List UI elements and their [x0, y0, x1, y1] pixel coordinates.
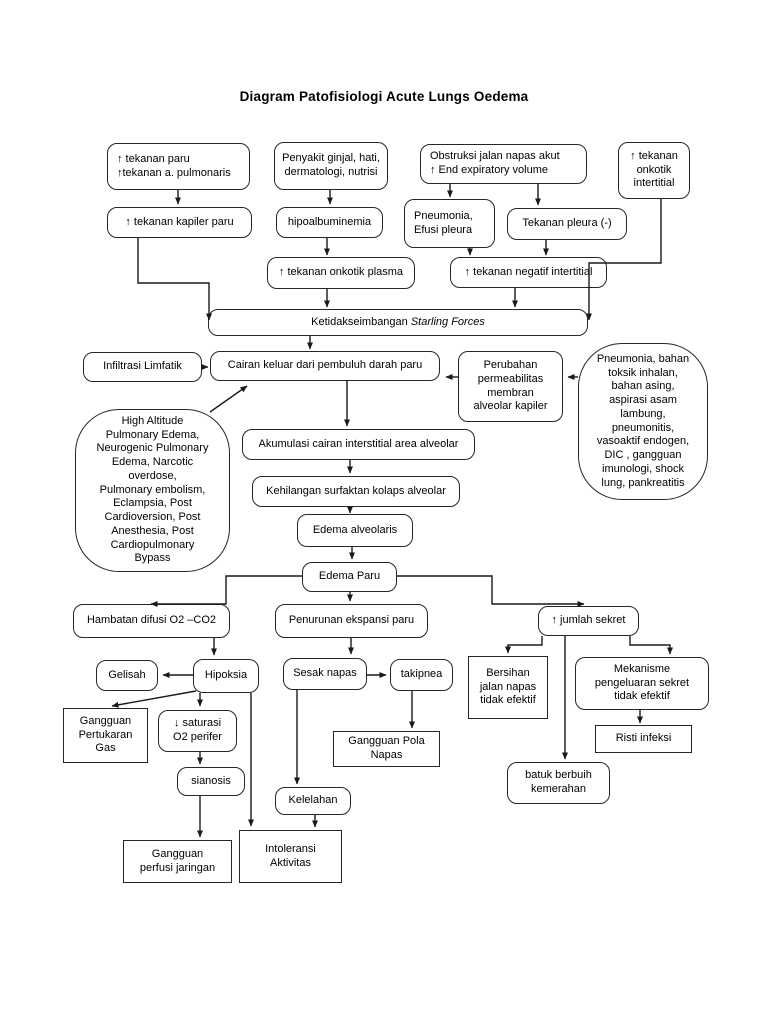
- connector-arrow: [150, 575, 302, 607]
- node-hipoalbuminemia: hipoalbuminemia: [276, 207, 383, 238]
- node-label: Perubahan permeabilitas membran alveolar…: [473, 359, 548, 413]
- node-starling: Ketidakseimbangan Starling Forces: [208, 309, 588, 336]
- node-gelisah: Gelisah: [96, 660, 158, 691]
- node-edema-alveolaris: Edema alveolaris: [297, 514, 413, 547]
- node-high-altitude-blob: High Altitude Pulmonary Edema, Neurogeni…: [75, 409, 230, 572]
- node-label: Akumulasi cairan interstitial area alveo…: [258, 437, 459, 450]
- connector-arrow: [137, 238, 212, 321]
- node-kelelahan: Kelelahan: [275, 787, 351, 815]
- node-label: Hipoksia: [204, 669, 248, 682]
- node-edema-paru: Edema Paru: [302, 562, 397, 592]
- node-batuk: batuk berbuih kemerahan: [507, 762, 610, 804]
- connector-arrow: [209, 385, 248, 413]
- node-label: Kehilangan surfaktan kolaps alveolar: [266, 484, 446, 497]
- node-sesak-napas: Sesak napas: [283, 658, 367, 690]
- node-pneumonia-efusi: Pneumonia, Efusi pleura: [404, 199, 495, 248]
- page-title: Diagram Patofisiologi Acute Lungs Oedema: [239, 89, 529, 104]
- node-label: ↑ tekanan paru ↑tekanan a. pulmonaris: [117, 152, 231, 179]
- node-perubahan: Perubahan permeabilitas membran alveolar…: [458, 351, 563, 422]
- node-label: Gangguan Pertukaran Gas: [78, 714, 133, 755]
- node-label: ↑ tekanan negatif intertitial: [464, 265, 593, 278]
- node-label: sianosis: [191, 774, 231, 787]
- node-pneumonia-blob: Pneumonia, bahan toksik inhalan, bahan a…: [578, 343, 708, 500]
- node-hipoksia: Hipoksia: [193, 659, 259, 693]
- node-penurunan-ekspansi: Penurunan ekspansi paru: [275, 604, 428, 638]
- node-label: takipnea: [400, 668, 443, 681]
- node-jumlah-sekret: ↑ jumlah sekret: [538, 606, 639, 636]
- connector-arrow: [397, 575, 585, 607]
- node-akumulasi: Akumulasi cairan interstitial area alveo…: [242, 429, 475, 460]
- node-label: Hambatan difusi O2 –CO2: [86, 614, 216, 627]
- node-label: Ketidakseimbangan: [311, 315, 411, 328]
- node-bersihan: Bersihan jalan napas tidak efektif: [468, 656, 548, 719]
- node-tekanan-paru: ↑ tekanan paru ↑tekanan a. pulmonaris: [107, 143, 250, 190]
- node-label: Gelisah: [108, 668, 146, 681]
- node-label: Infiltrasi Limfatik: [103, 360, 182, 373]
- node-sianosis: sianosis: [177, 767, 245, 796]
- node-takipnea: takipnea: [390, 659, 453, 691]
- node-label: Tekanan pleura (-): [522, 217, 612, 230]
- node-onkotik-intertitial: ↑ tekanan onkotik intertitial: [618, 142, 690, 199]
- node-label: ↑ jumlah sekret: [551, 614, 626, 627]
- node-risti: Risti infeksi: [595, 725, 692, 753]
- node-label: Mekanisme pengeluaran sekret tidak efekt…: [594, 662, 690, 703]
- node-label: Bersihan jalan napas tidak efektif: [479, 666, 537, 707]
- node-infiltrasi: Infiltrasi Limfatik: [83, 352, 202, 382]
- node-penyakit-ginjal: Penyakit ginjal, hati, dermatologi, nutr…: [274, 142, 388, 190]
- connector-arrow: [629, 636, 673, 655]
- node-saturasi: ↓ saturasi O2 perifer: [158, 710, 237, 752]
- node-kehilangan: Kehilangan surfaktan kolaps alveolar: [252, 476, 460, 507]
- node-label: Pneumonia, Efusi pleura: [414, 209, 473, 236]
- node-label: Edema Paru: [318, 570, 381, 583]
- node-label: Sesak napas: [293, 667, 357, 680]
- node-label: Intoleransi Aktivitas: [265, 842, 316, 869]
- node-label: Penyakit ginjal, hati, dermatologi, nutr…: [282, 152, 380, 178]
- node-kapiler-paru: ↑ tekanan kapiler paru: [107, 207, 252, 238]
- connector-arrow: [505, 636, 543, 654]
- connector-arrow: [111, 690, 197, 708]
- node-label: hipoalbuminemia: [287, 215, 372, 228]
- node-label: ↑ tekanan onkotik plasma: [278, 266, 404, 279]
- node-label: Gangguan Pola Napas: [348, 735, 425, 761]
- node-cairan-keluar: Cairan keluar dari pembuluh darah paru: [210, 351, 440, 381]
- node-gangguan-pola: Gangguan Pola Napas: [333, 731, 440, 767]
- node-label: Kelelahan: [288, 794, 338, 807]
- node-label: Pneumonia, bahan toksik inhalan, bahan a…: [596, 352, 690, 489]
- node-label: Penurunan ekspansi paru: [288, 614, 415, 627]
- node-tekanan-pleura: Tekanan pleura (-): [507, 208, 627, 240]
- node-label: High Altitude Pulmonary Edema, Neurogeni…: [96, 414, 209, 565]
- node-label: Edema alveolaris: [312, 523, 398, 536]
- node-label-italic: Starling Forces: [410, 315, 485, 328]
- node-gangguan-perfusi: Gangguan perfusi jaringan: [123, 840, 232, 883]
- node-gangguan-pertukaran: Gangguan Pertukaran Gas: [63, 708, 148, 763]
- node-intoleransi: Intoleransi Aktivitas: [239, 830, 342, 883]
- node-onkotik-plasma: ↑ tekanan onkotik plasma: [267, 257, 415, 289]
- node-obstruksi: Obstruksi jalan napas akut ↑ End expirat…: [420, 144, 587, 184]
- node-label: Obstruksi jalan napas akut ↑ End expirat…: [430, 150, 560, 176]
- node-label: batuk berbuih kemerahan: [525, 769, 592, 795]
- node-label: ↑ tekanan kapiler paru: [125, 215, 234, 228]
- node-label: Gangguan perfusi jaringan: [139, 847, 216, 874]
- node-label: ↑ tekanan onkotik intertitial: [630, 149, 678, 190]
- node-label: Cairan keluar dari pembuluh darah paru: [227, 359, 423, 372]
- node-label: ↓ saturasi O2 perifer: [173, 717, 222, 743]
- node-hambatan-difusi: Hambatan difusi O2 –CO2: [73, 604, 230, 638]
- node-mekanisme: Mekanisme pengeluaran sekret tidak efekt…: [575, 657, 709, 710]
- node-negatif-intertitial: ↑ tekanan negatif intertitial: [450, 257, 607, 288]
- node-label: Risti infeksi: [615, 732, 672, 745]
